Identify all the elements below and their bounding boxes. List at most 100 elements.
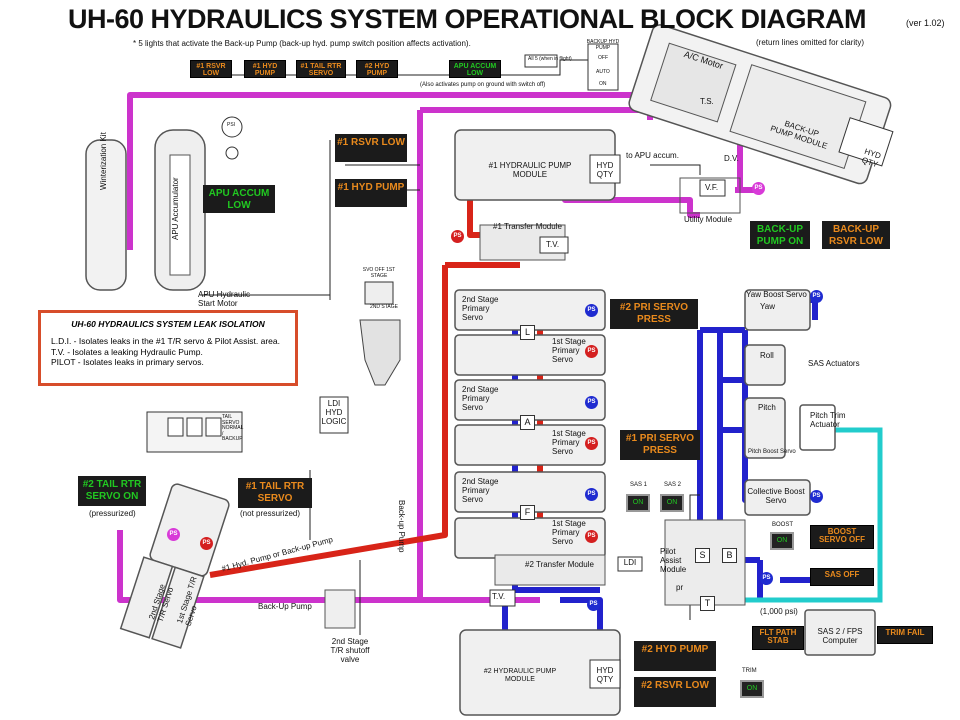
lamp-flt-path: FLT PATH STAB (752, 626, 804, 650)
primary-servo-1st-1: 1st Stage Primary Servo (552, 337, 586, 364)
shutoff-valve-label: 2nd Stage T/R shutoff valve (330, 637, 370, 664)
pump1-label: #1 HYDRAULIC PUMP MODULE (488, 161, 572, 179)
tail-servo-art (119, 483, 230, 649)
ps-transfer2: PS (587, 598, 600, 611)
leak-row-tv: T.V. - Isolates a leaking Hydraulic Pump… (51, 346, 203, 357)
shutoff-valve-art (324, 589, 356, 629)
transfer2-art (494, 554, 606, 586)
lamp-tail1: #1 TAIL RTR SERVO (238, 478, 312, 508)
letter-l: L (520, 325, 535, 340)
sas1-button[interactable]: ON (626, 494, 650, 512)
svo-switch-art (364, 281, 394, 305)
backup-switch-auto[interactable]: AUTO (596, 69, 610, 75)
pump2-label: #2 HYDRAULIC PUMP MODULE (483, 668, 557, 683)
all-five-note: All 5 (when in flight) (528, 56, 572, 62)
backup-switch-on[interactable]: ON (599, 81, 607, 87)
lamp-pri1: #1 PRI SERVO PRESS (620, 430, 700, 460)
primary-servo-2nd-2: 2nd Stage Primary Servo (462, 385, 499, 412)
collective-grip-art (359, 319, 401, 386)
top-lamp-tail1: #1 TAIL RTR SERVO (296, 60, 346, 78)
pump2-hyd-qty: HYD QTY (596, 666, 614, 684)
lamp-trim-fail: TRIM FAIL (877, 626, 933, 644)
ps-collective: PS (810, 490, 823, 503)
lamp-pri2: #2 PRI SERVO PRESS (610, 299, 698, 329)
utility-magenta-lines (117, 92, 760, 603)
ps-pilot-assist: PS (760, 572, 773, 585)
primary-servo-1st-3: 1st Stage Primary Servo (552, 519, 586, 546)
backup-pump-module-art (628, 24, 894, 185)
tv1-label: T.V. (546, 240, 560, 249)
page-title: UH-60 HYDRAULICS SYSTEM OPERATIONAL BLOC… (68, 4, 867, 34)
ps-primary-2nd-1: PS (585, 304, 598, 317)
psi-1000-label: (1,000 psi) (760, 607, 798, 616)
ldi-label: LDI (623, 558, 637, 567)
sas-computer-label: SAS 2 / FPS Computer (817, 627, 863, 645)
return-lines-note: (return lines omitted for clarity) (756, 38, 865, 47)
tv2-label: T.V. (492, 592, 506, 601)
psi-gauge: PSI (227, 122, 236, 128)
boost-button[interactable]: ON (770, 532, 794, 550)
ps-yaw-boost: PS (810, 290, 823, 303)
primary-servo-art (454, 289, 606, 559)
version-label: (ver 1.02) (906, 18, 945, 28)
watermark: 知乎 @卢西 (815, 672, 910, 692)
leak-row-pilot: PILOT - Isolates leaks in primary servos… (51, 357, 204, 368)
pilot-t-valve: T (700, 596, 715, 611)
ps-primary-2nd-3: PS (585, 488, 598, 501)
top-lamp-rsvr1: #1 RSVR LOW (190, 60, 232, 78)
lamp-sas-off: SAS OFF (810, 568, 874, 586)
apu-ground-note: (Also activates pump on ground with swit… (420, 82, 546, 88)
sas2-button[interactable]: ON (660, 494, 684, 512)
lamp-boost-off: BOOST SERVO OFF (810, 525, 874, 549)
boost-label: BOOST (772, 522, 794, 528)
apu-accumulator-label: APU Accumulator (171, 177, 180, 240)
top-lamp-pump1: #1 HYD PUMP (244, 60, 286, 78)
pilot-s-valve: S (695, 548, 710, 563)
yaw-boost-label: Yaw Boost Servo (746, 290, 807, 299)
leak-isolation-heading: UH-60 HYDRAULICS SYSTEM LEAK ISOLATION (71, 319, 265, 329)
backup-switch-off[interactable]: OFF (598, 55, 608, 61)
backup-pump-line-label: Back-Up Pump (258, 602, 312, 611)
trim-label: TRIM (742, 668, 757, 674)
ps-tail1: PS (200, 537, 213, 550)
pilot-assist-label: Pilot Assist Module (660, 547, 687, 574)
yaw-label: Yaw (760, 302, 775, 311)
lamp-rsvr1: #1 RSVR LOW (335, 134, 407, 162)
pr-label: pr (676, 583, 684, 592)
letter-a: A (520, 415, 535, 430)
transfer2-label: #2 Transfer Module (525, 560, 594, 569)
winterization-art (85, 139, 127, 291)
roll-label: Roll (760, 351, 774, 360)
ps-primary-1st-1: PS (585, 345, 598, 358)
ps-primary-2nd-2: PS (585, 396, 598, 409)
pitch-boost-label: Pitch Boost Servo (748, 449, 796, 455)
primary-servo-2nd-1: 2nd Stage Primary Servo (462, 295, 499, 322)
pilot-b-valve: B (722, 548, 737, 563)
dv-label: D.V. (724, 154, 739, 163)
leak-isolation-box: UH-60 HYDRAULICS SYSTEM LEAK ISOLATION L… (38, 310, 298, 386)
not-pressurized-label: (not pressurized) (240, 509, 301, 518)
pitch-trim-label: Pitch Trim Actuator (810, 411, 846, 429)
lamp-tail2: #2 TAIL RTR SERVO ON (78, 476, 146, 506)
svo-off-label: SVO OFF 1ST STAGE (362, 267, 396, 279)
five-lights-note: * 5 lights that activate the Back-up Pum… (133, 39, 471, 48)
primary-servo-2nd-3: 2nd Stage Primary Servo (462, 477, 499, 504)
ps-primary-1st-3: PS (585, 530, 598, 543)
top-lamp-pump2: #2 HYD PUMP (356, 60, 398, 78)
pressurized-label: (pressurized) (89, 509, 136, 518)
pump1-hyd-qty: HYD QTY (596, 161, 614, 179)
utility-module-label: Utility Module (684, 215, 733, 224)
lamp-pump1: #1 HYD PUMP (335, 179, 407, 207)
trim-button[interactable]: ON (740, 680, 764, 698)
collective-boost-label: Collective Boost Servo (747, 487, 805, 505)
backup-switch-title: BACKUP HYD PUMP (586, 39, 620, 51)
ps-backup: PS (752, 182, 765, 195)
to-apu-label: to APU accum. (626, 151, 679, 160)
leak-row-ldi: L.D.I. - Isolates leaks in the #1 T/R se… (51, 336, 280, 346)
ps-transfer1: PS (451, 230, 464, 243)
winterization-label: Winterization Kit (99, 132, 108, 190)
lamp-backup-on: BACK-UP PUMP ON (750, 221, 810, 249)
vf-label: V.F. (705, 183, 719, 192)
transfer1-label: #1 Transfer Module (493, 222, 562, 231)
